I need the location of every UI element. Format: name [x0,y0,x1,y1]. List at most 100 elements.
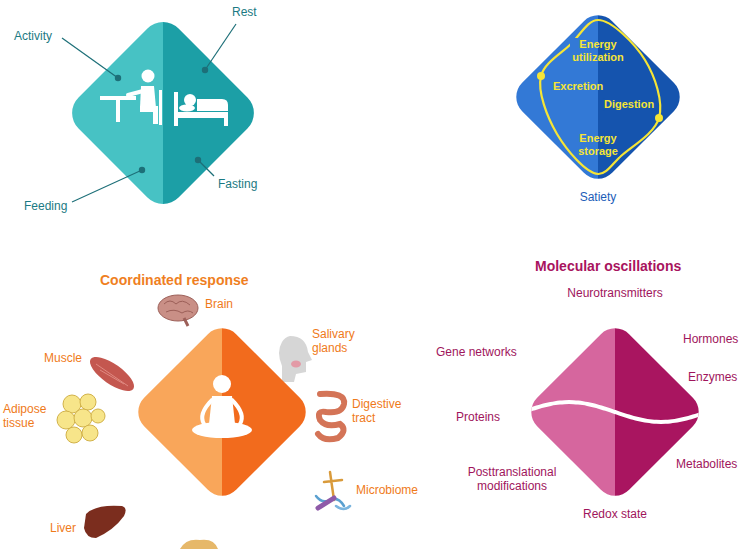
shape-part [82,425,98,441]
part-label: Feeding [24,200,84,214]
leader-lines [62,24,236,202]
shape-part [192,422,252,438]
shape-part [128,91,143,95]
part-label: Gene networks [436,346,532,360]
part-label: Hormones [683,333,745,347]
diamond-half [508,7,598,187]
shape-part [184,94,196,106]
stage-label: Energy storage [576,132,620,157]
diamond-half [598,7,688,187]
diamond-half [222,320,314,504]
part-label: Adipose tissue [3,403,59,431]
oscillation-wave [523,402,707,422]
shape-part [96,364,128,386]
shape-part [100,96,136,100]
diamond-half [615,320,707,504]
shape-part [179,105,195,112]
leader-line [198,160,214,176]
cycle-loop [540,20,660,174]
shape-part [174,112,228,118]
diamond-half [615,320,707,504]
part-label: Liver [50,522,90,536]
part-label: Digestive tract [352,398,418,426]
shape-part [195,157,201,163]
shape-part [74,409,92,427]
heading-label: Satiety [580,191,617,205]
loop-dot [537,72,545,80]
muscle-icon [85,351,139,397]
shape-part [63,13,163,213]
shape-part [174,92,178,126]
part-label: Fasting [218,178,273,192]
diamond-half [130,320,222,504]
shape-part [184,318,188,326]
shape-part [158,295,198,321]
shape-part [115,75,121,81]
oscillation-wave [523,402,707,422]
part-label: Metabolites [676,458,746,472]
diamond-outline [505,0,695,212]
part-label: Brain [205,298,255,312]
shape-part [85,351,139,397]
part-label: Activity [14,30,74,44]
brain-icon [158,295,198,326]
shape-part [164,301,193,313]
split-diamond: Energy utilizationExcretionDigestionEner… [505,0,695,212]
diamond-half [63,13,163,213]
shape-part [57,411,75,429]
part-label: Neurotransmitters [560,287,670,301]
shape-part [279,336,312,382]
digestive-tract-icon [318,394,344,440]
part-label: Rest [232,6,272,20]
shape-part [159,90,162,125]
shape-part [336,506,350,509]
diamond-half [130,320,222,504]
shape-part [318,498,334,508]
part-label: Salivary glands [312,328,372,356]
diamond-half [508,7,598,187]
shape-part [318,394,344,440]
eating-person-icon [100,70,162,126]
part-label: Muscle [44,352,94,366]
shape-part [291,361,301,368]
shape-part [116,100,120,122]
shape-part [140,106,158,124]
meditating-person-icon [192,375,252,438]
adipose-icon [57,394,105,443]
shape-part [80,394,96,410]
pancreas-icon [180,540,218,549]
shape-part [224,112,228,126]
leader-line [205,24,236,70]
microbiome-icon [316,472,350,509]
shape-part [91,409,105,423]
diamond-half [598,7,688,187]
loop-dot [655,114,663,122]
shape-part [142,70,155,83]
shape-part [197,99,228,111]
stage-label: Excretion [551,80,605,93]
part-label: Microbiome [356,484,436,498]
shape-part [84,506,126,538]
liver-icon [84,506,126,538]
bed-icon [174,92,228,126]
part-label: Redox state [565,508,665,522]
shape-part [180,540,218,549]
part-label: Enzymes [688,371,746,385]
shape-part [202,400,242,424]
shape-part [213,375,231,393]
leader-line [72,170,142,202]
leader-line [62,38,118,78]
stage-label: Digestion [602,98,656,111]
stage-label: Energy utilization [570,38,625,63]
shape-part [202,67,208,73]
salivary-gland-icon [279,336,312,382]
leader-dots [115,67,208,173]
heading-label: Coordinated response [100,272,249,288]
part-label: Posttranslational modifications [457,466,567,494]
diamond-half [222,320,314,504]
part-label: Proteins [456,411,512,425]
heading-label: Molecular oscillations [535,258,681,274]
shape-part [139,167,145,173]
